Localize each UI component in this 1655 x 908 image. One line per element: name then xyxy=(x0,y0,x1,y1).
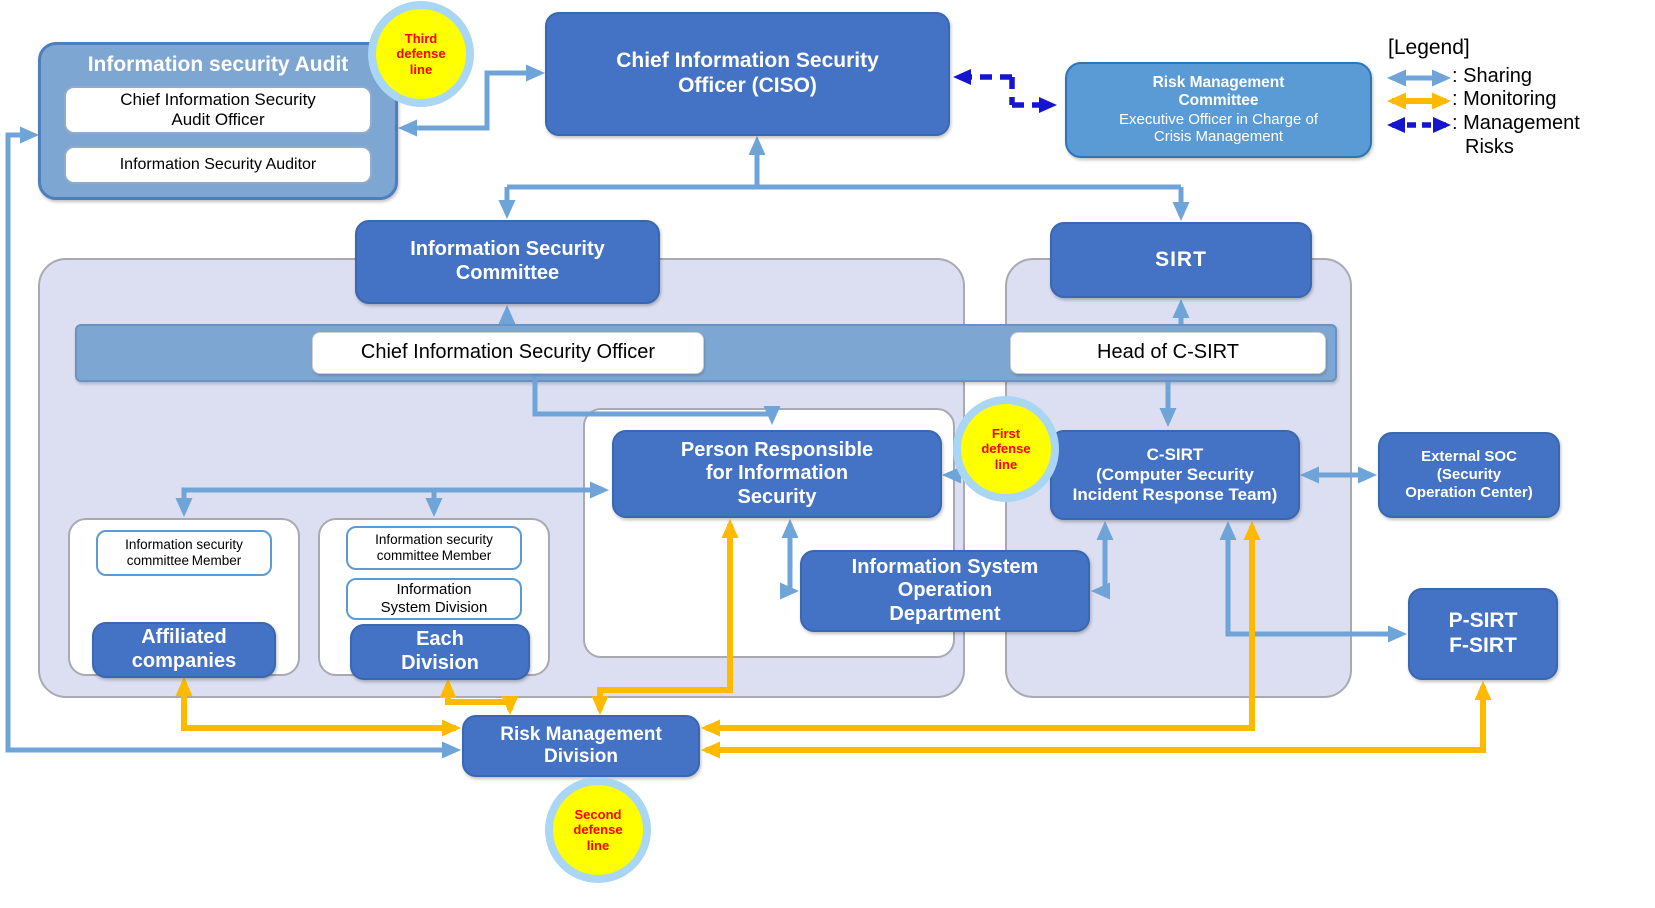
risk-management-committee-box: Risk Management Committee Executive Offi… xyxy=(1065,62,1372,158)
monitoring-psirt-rmd xyxy=(701,681,1492,759)
legend-management-risks-label-1: : Management xyxy=(1452,112,1580,134)
sharing-officer-pris xyxy=(532,374,781,425)
sharing-csirt-isod xyxy=(1091,521,1114,600)
committee-member-box-1: Information security committee Member xyxy=(96,530,272,576)
external-soc-box: External SOC (Security Operation Center) xyxy=(1378,432,1560,518)
monitoring-affiliated-rmd xyxy=(175,677,461,737)
chief-audit-officer-box: Chief Information Security Audit Officer xyxy=(64,86,372,134)
monitoring-pris-rmd xyxy=(591,519,739,715)
psirt-fsirt-box: P-SIRT F-SIRT xyxy=(1408,588,1558,680)
information-security-committee-box: Information Security Committee xyxy=(355,220,660,304)
sirt-box: SIRT xyxy=(1050,222,1312,298)
sharing-pris-isod xyxy=(780,519,799,600)
legend-monitoring-label: : Monitoring xyxy=(1452,88,1557,110)
information-system-division-box: Information System Division xyxy=(346,578,522,620)
person-responsible-box: Person Responsible for Information Secur… xyxy=(612,430,942,518)
band-head-of-csirt-label: Head of C-SIRT xyxy=(1010,332,1326,374)
sharing-audit-rmd xyxy=(5,126,461,759)
legend-title: [Legend] xyxy=(1388,36,1470,59)
committee-member-box-2: Information security committee Member xyxy=(346,526,522,570)
audit-title: Information security Audit xyxy=(87,53,349,76)
isod-box: Information System Operation Department xyxy=(800,550,1090,632)
csirt-box: C-SIRT (Computer Security Incident Respo… xyxy=(1050,430,1300,520)
each-division-box: Each Division xyxy=(350,624,530,680)
affiliated-companies-box: Affiliated companies xyxy=(92,622,276,678)
band-chief-information-security-officer-label: Chief Information Security Officer xyxy=(312,332,704,374)
sharing-divisions-pris xyxy=(175,481,609,517)
risk-management-division-box: Risk Management Division xyxy=(462,715,700,777)
third-defense-line-badge: Third defense line xyxy=(368,1,474,107)
ciso-box: Chief Information Security Officer (CISO… xyxy=(545,12,950,136)
monitoring-eachdiv-rmd xyxy=(439,679,519,715)
information-security-auditor-box: Information Security Auditor xyxy=(64,146,372,184)
legend-management-risks-label-2: Risks xyxy=(1465,136,1514,158)
second-defense-line-badge: Second defense line xyxy=(545,777,651,883)
legend-sharing-label: : Sharing xyxy=(1452,65,1533,87)
first-defense-line-badge: First defense line xyxy=(953,396,1059,502)
